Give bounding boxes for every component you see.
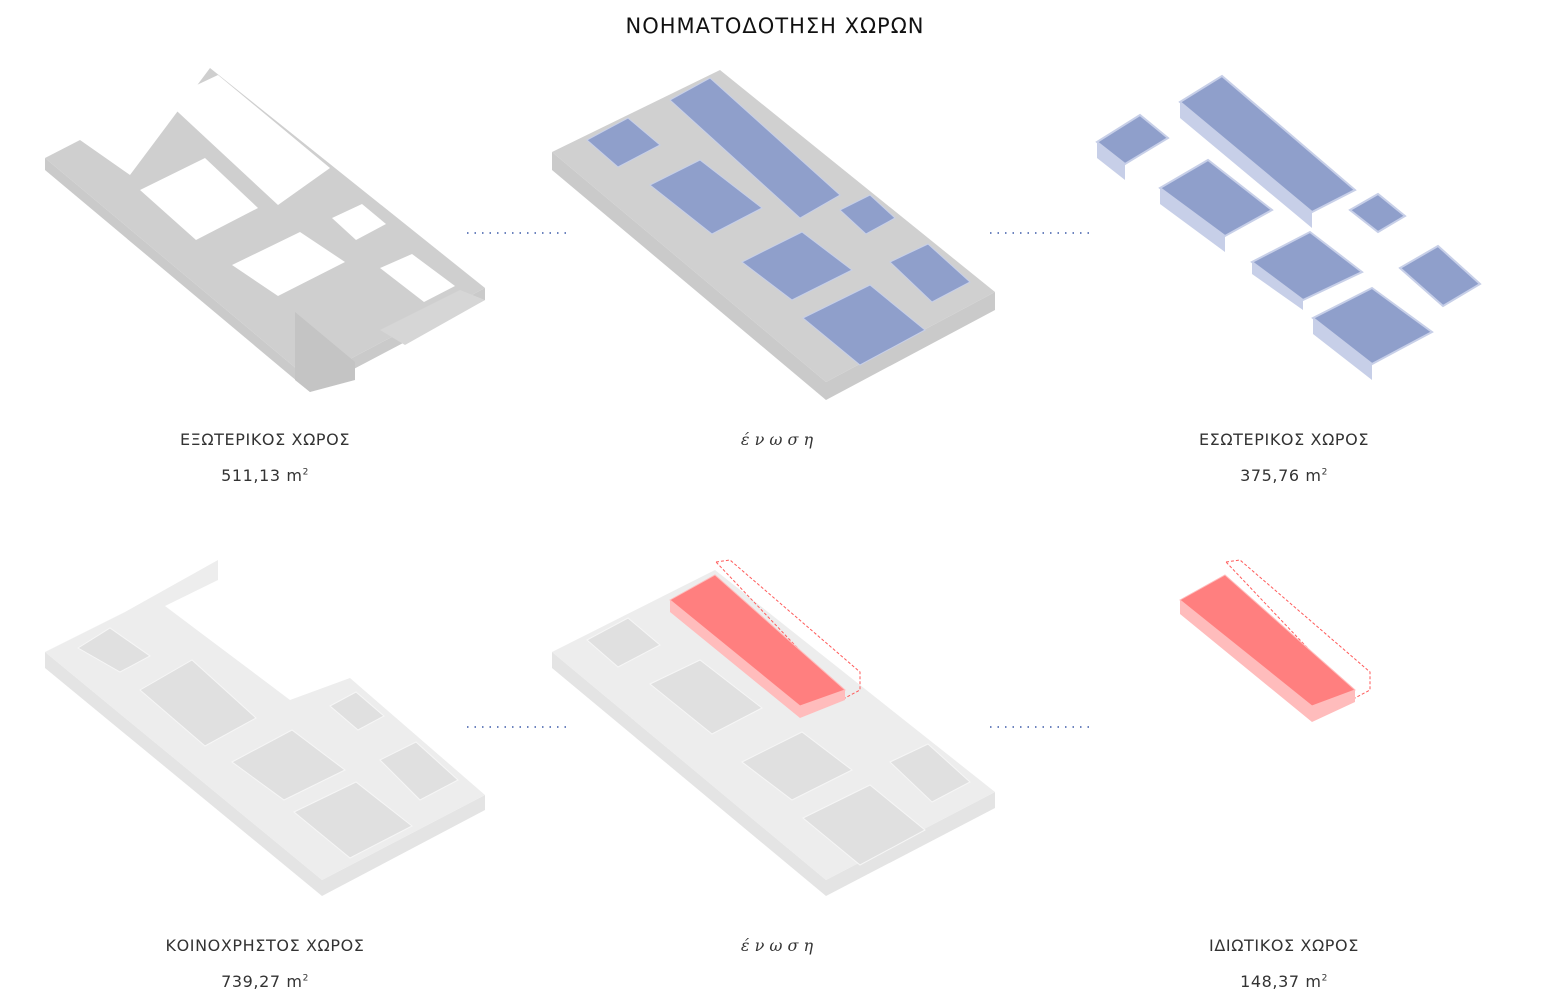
courtyard-5 <box>380 254 455 302</box>
exterior-slab-side <box>45 158 485 392</box>
exterior-slab-top <box>45 68 485 380</box>
common-box-d <box>329 691 385 731</box>
courtyard-2 <box>232 232 345 296</box>
union2-box-c <box>741 731 853 801</box>
red-volume-side <box>670 600 845 718</box>
blue-box-c <box>741 231 853 301</box>
courtyard-3 <box>165 75 330 205</box>
common-space-label: ΚΟΙΝΟΧΡΗΣΤΟΣ ΧΩΡΟΣ <box>165 936 365 955</box>
exterior-space-area: 511,13 m2 <box>221 466 309 485</box>
common-slab-side <box>45 652 485 896</box>
exterior-low-wing <box>380 290 485 345</box>
red-volume-top <box>669 574 846 707</box>
union2-box-e <box>889 743 971 803</box>
private-space-label: ΙΔΙΩΤΙΚΟΣ ΧΩΡΟΣ <box>1209 936 1359 955</box>
interior-box-b-side <box>1160 188 1225 252</box>
interior-box-f <box>1311 286 1434 366</box>
common-box-c <box>231 729 346 801</box>
private-volume-top <box>1179 574 1356 707</box>
blue-box-a <box>586 117 661 168</box>
courtyard-4 <box>332 204 386 240</box>
exterior-space-diagram <box>45 68 485 392</box>
interior-space-label: ΕΣΩΤΕΡΙΚΟΣ ΧΩΡΟΣ <box>1198 430 1370 449</box>
interior-space-diagram <box>1095 74 1482 380</box>
union2-box-b <box>649 659 763 735</box>
exterior-tail <box>295 312 355 392</box>
union-slab-side <box>552 152 995 400</box>
interior-box-e <box>1398 244 1482 308</box>
blue-box-d <box>839 194 896 235</box>
interior-box-c <box>1348 192 1407 234</box>
union2-box-a <box>586 617 661 668</box>
common-box-b <box>139 659 257 747</box>
common-box-a <box>77 627 151 673</box>
interior-long-side <box>1180 102 1312 228</box>
private-volume-side <box>1180 600 1355 722</box>
common-space-area: 739,27 m2 <box>221 972 309 991</box>
union-label-1: έ ν ω σ η <box>740 430 814 449</box>
interior-space-area: 375,76 m2 <box>1240 466 1328 485</box>
blue-box-e <box>889 243 971 303</box>
interior-box-a-side <box>1097 142 1125 180</box>
interior-box-b <box>1158 158 1274 238</box>
union2-box-f <box>802 784 926 866</box>
blue-box-b <box>649 159 763 235</box>
union-diagram-1 <box>552 70 995 400</box>
courtyard-1 <box>140 158 258 240</box>
exterior-space-label: ΕΞΩΤΕΡΙΚΟΣ ΧΩΡΟΣ <box>179 430 351 449</box>
interior-box-d <box>1250 230 1364 302</box>
blue-box-f <box>802 284 926 366</box>
union2-slab-side <box>552 652 995 896</box>
interior-box-d-side <box>1252 262 1303 310</box>
union-label-2: έ ν ω σ η <box>740 936 814 955</box>
common-box-f <box>293 781 413 859</box>
common-box-e <box>379 741 459 801</box>
interior-long-volume <box>1178 74 1357 214</box>
page-title: ΝΟΗΜΑΤΟΔΟΤΗΣΗ ΧΩΡΩΝ <box>625 14 925 38</box>
private-space-diagram <box>1179 559 1371 722</box>
union-diagram-2 <box>552 559 995 896</box>
blue-long-volume <box>669 77 841 219</box>
private-space-area: 148,37 m2 <box>1240 972 1328 991</box>
interior-box-f-side <box>1313 318 1372 380</box>
common-space-diagram <box>45 560 485 896</box>
